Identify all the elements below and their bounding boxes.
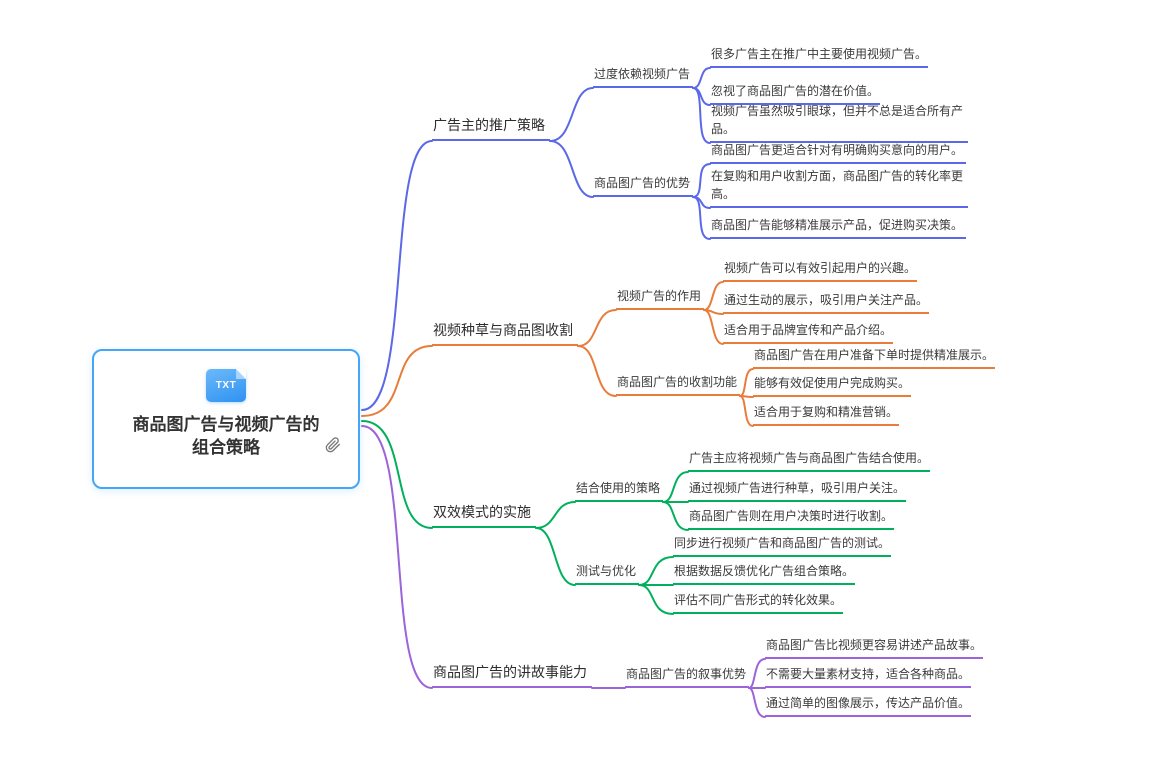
main-topic-4[interactable]: 商品图广告的讲故事能力 <box>432 662 592 688</box>
sub-topic-2b[interactable]: 商品图广告的收割功能 <box>616 373 740 396</box>
main-topic-2[interactable]: 视频种草与商品图收割 <box>432 320 578 346</box>
leaf-topic[interactable]: 通过视频广告进行种草，吸引用户关注。 <box>688 479 906 502</box>
leaf-topic[interactable]: 评估不同广告形式的转化效果。 <box>673 591 843 614</box>
leaf-topic[interactable]: 很多广告主在推广中主要使用视频广告。 <box>710 45 928 68</box>
sub-topic-1b[interactable]: 商品图广告的优势 <box>593 174 693 197</box>
sub-topic-1a[interactable]: 过度依赖视频广告 <box>593 65 693 88</box>
sub-topic-4a[interactable]: 商品图广告的叙事优势 <box>625 665 749 688</box>
sub-topic-3a[interactable]: 结合使用的策略 <box>575 479 663 502</box>
leaf-topic[interactable]: 不需要大量素材支持，适合各种商品。 <box>765 665 971 688</box>
leaf-topic[interactable]: 根据数据反馈优化广告组合策略。 <box>673 562 855 585</box>
leaf-topic[interactable]: 通过简单的图像展示，传达产品价值。 <box>765 694 971 717</box>
root-topic[interactable]: TXT 商品图广告与视频广告的组合策略 <box>92 349 360 489</box>
root-topic-title: 商品图广告与视频广告的组合策略 <box>132 415 320 457</box>
leaf-topic[interactable]: 商品图广告则在用户决策时进行收割。 <box>688 507 894 530</box>
main-topic-1[interactable]: 广告主的推广策略 <box>432 115 550 141</box>
file-badge-label: TXT <box>215 380 237 391</box>
sub-topic-2a[interactable]: 视频广告的作用 <box>616 287 704 310</box>
txt-file-icon: TXT <box>206 369 246 402</box>
file-fold-corner <box>236 369 246 379</box>
leaf-topic[interactable]: 商品图广告能够精准展示产品，促进购买决策。 <box>710 216 966 239</box>
leaf-topic[interactable]: 通过生动的展示，吸引用户关注产品。 <box>723 291 929 314</box>
leaf-topic[interactable]: 能够有效促使用户完成购买。 <box>753 374 911 397</box>
leaf-topic[interactable]: 商品图广告在用户准备下单时提供精准展示。 <box>753 346 995 369</box>
leaf-topic[interactable]: 同步进行视频广告和商品图广告的测试。 <box>673 534 891 557</box>
main-topic-3[interactable]: 双效模式的实施 <box>432 502 536 528</box>
leaf-topic[interactable]: 视频广告虽然吸引眼球，但并不总是适合所有产品。 <box>710 102 968 143</box>
leaf-topic[interactable]: 商品图广告更适合针对有明确购买意向的用户。 <box>710 141 966 164</box>
leaf-topic[interactable]: 适合用于复购和精准营销。 <box>753 403 899 426</box>
leaf-topic[interactable]: 在复购和用户收割方面，商品图广告的转化率更高。 <box>710 167 968 208</box>
leaf-topic[interactable]: 忽视了商品图广告的潜在价值。 <box>710 82 880 105</box>
leaf-topic[interactable]: 广告主应将视频广告与商品图广告结合使用。 <box>688 449 930 472</box>
leaf-topic[interactable]: 商品图广告比视频更容易讲述产品故事。 <box>765 636 983 659</box>
leaf-topic[interactable]: 适合用于品牌宣传和产品介绍。 <box>723 321 893 344</box>
sub-topic-3b[interactable]: 测试与优化 <box>575 562 639 585</box>
paperclip-icon[interactable] <box>325 437 341 453</box>
leaf-topic[interactable]: 视频广告可以有效引起用户的兴趣。 <box>723 259 917 282</box>
